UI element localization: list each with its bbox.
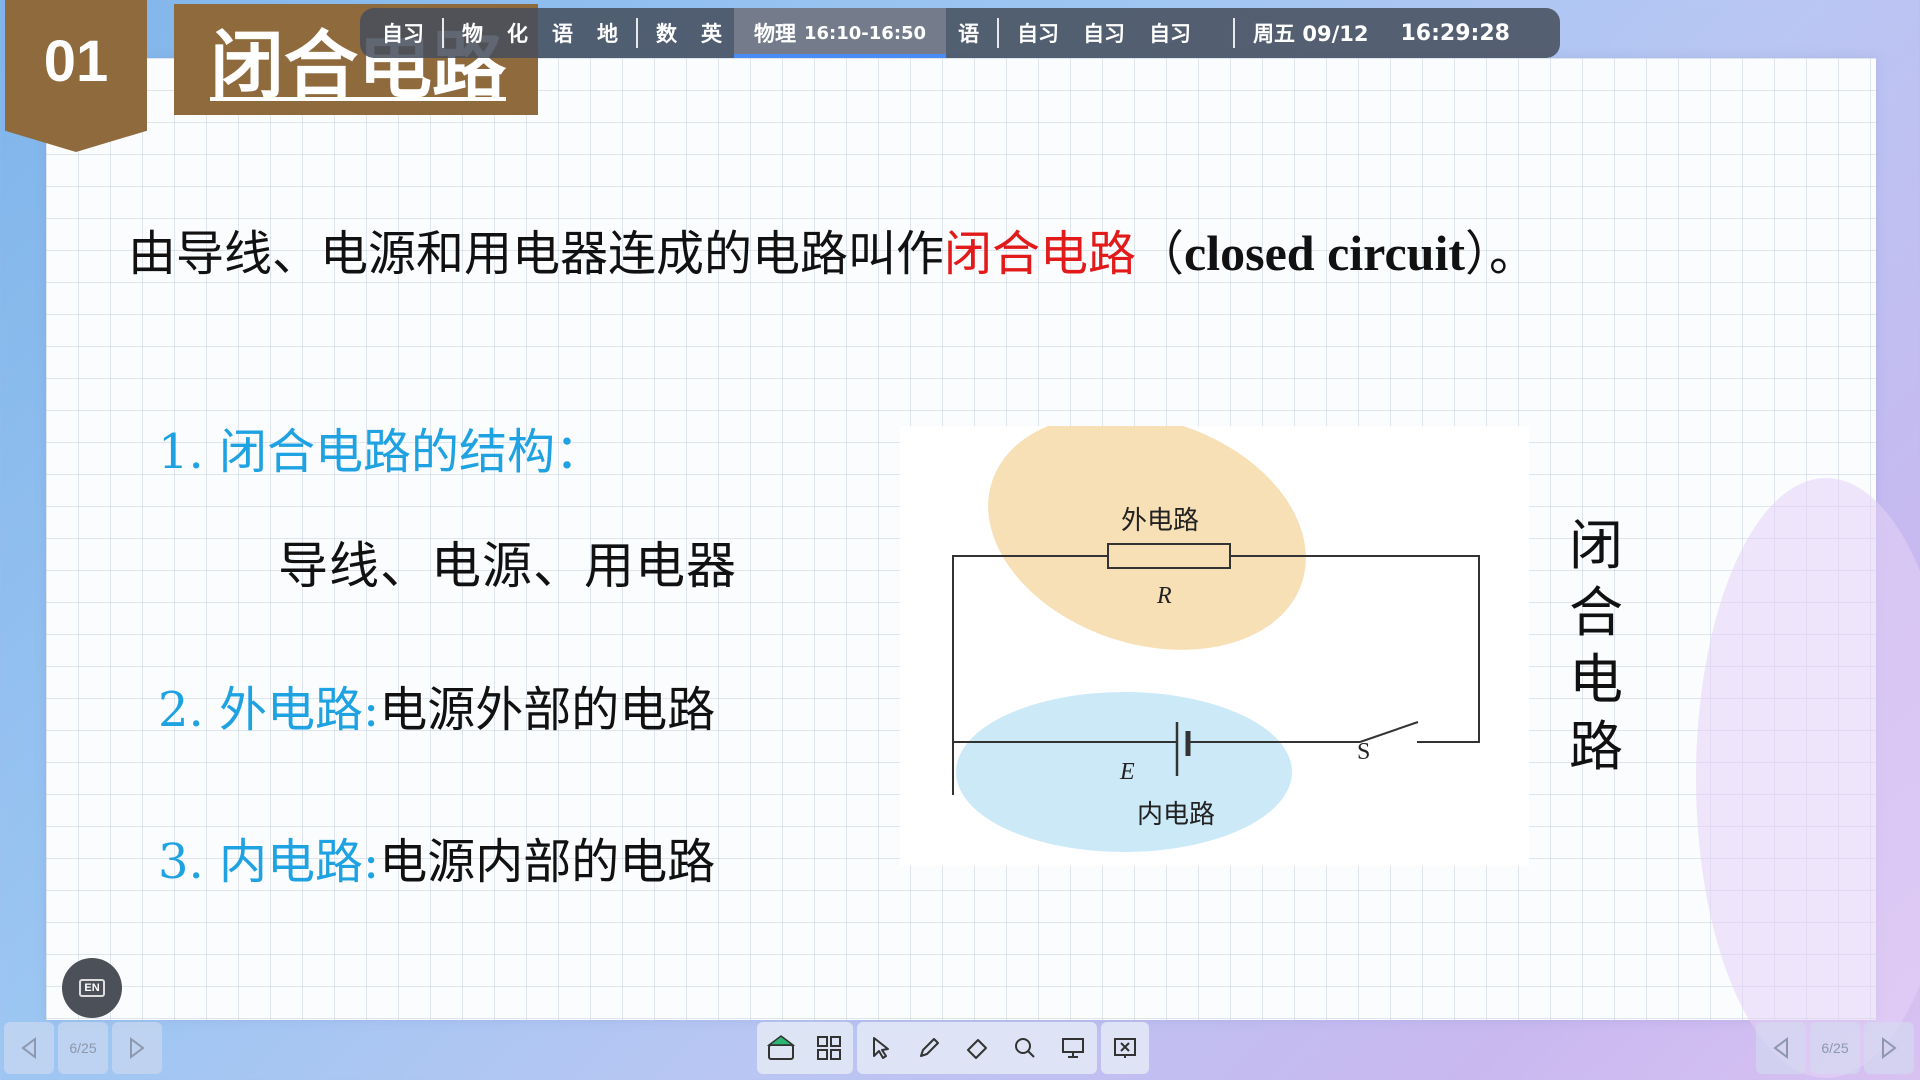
point-2-body: 电源外部的电路 [379,682,716,738]
screen-display-button[interactable] [1049,1022,1097,1074]
date-display: 周五 09/12 [1253,22,1369,46]
page-indicator[interactable]: 6/25 [58,1022,108,1074]
pen-button[interactable] [905,1022,953,1074]
point-2: 2. 外电路:电源外部的电路 [158,670,715,740]
decor-blob [1696,478,1920,1078]
schedule-item[interactable]: 语 [552,22,573,46]
clock-display: 16:29:28 [1400,20,1510,46]
schedule-item[interactable]: 英 [701,22,722,46]
prev-page-button[interactable] [4,1022,54,1074]
schedule-divider [442,18,444,48]
schedule-item[interactable]: 自习 [382,22,424,46]
apps-grid-button[interactable] [805,1022,853,1074]
pointer-icon [873,1037,889,1059]
toolbar-group [757,1022,853,1074]
language-label: EN [79,979,105,997]
pointer-button[interactable] [857,1022,905,1074]
inner-circuit-label: 内电路 [1137,800,1215,830]
point-3-body: 电源内部的电路 [379,834,716,890]
point-1-body: 导线、电源、用电器 [278,537,737,595]
outer-circuit-label: 外电路 [1121,506,1199,536]
definition-sentence: 由导线、电源和用电器连成的电路叫作闭合电路（closed circuit）。 [128,214,1537,284]
chevron-right-icon [130,1037,145,1059]
resistor-symbol [1107,543,1231,569]
schedule-divider [1233,18,1236,48]
apps-grid-icon [817,1036,841,1060]
chevron-right-icon [1882,1037,1897,1059]
resistor-label: R [1156,583,1172,609]
schedule-item[interactable]: 自习 [1017,22,1060,46]
circuit-diagram-svg: 外电路 R E S 内电路 [952,414,1480,852]
section-number-badge: 01 [5,0,147,152]
whiteboard-icon [766,1035,796,1060]
right-pager: 6/25 [1756,1022,1914,1074]
definition-english-term: closed circuit [1184,225,1466,281]
point-1-heading: 1. 闭合电路的结构： [158,424,604,480]
current-class-time: 16:10-16:50 [804,22,927,44]
vertical-char: 闭 [1569,514,1623,577]
definition-end: ）。 [1465,226,1538,282]
schedule-item[interactable]: 化 [507,22,528,46]
schedule-item[interactable]: 自习 [1149,22,1192,46]
search-icon [1015,1038,1035,1058]
switch-label: S [1357,739,1370,765]
exit-presentation-button[interactable] [1101,1022,1149,1074]
schedule-item[interactable]: 自习 [1083,22,1126,46]
whiteboard-button[interactable] [757,1022,805,1074]
schedule-divider [997,18,1000,48]
outer-circuit-region [988,414,1306,650]
vertical-title: 闭 合 电 路 [1568,512,1624,780]
schedule-item[interactable]: 语 [958,22,980,46]
page-indicator[interactable]: 6/25 [1810,1022,1860,1074]
vertical-char: 电 [1569,648,1623,711]
vertical-char: 路 [1569,715,1623,778]
schedule-item[interactable]: 物 [462,22,483,46]
definition-text: 由导线、电源和用电器连成的电路叫作 [128,226,945,282]
schedule-item[interactable]: 数 [656,22,677,46]
section-number: 01 [43,29,109,94]
next-page-button[interactable] [1864,1022,1914,1074]
point-3-heading: 3. 内电路: [158,834,380,890]
pen-icon [920,1038,939,1057]
point-2-heading: 2. 外电路: [158,682,380,738]
schedule-divider [636,18,638,48]
vertical-char: 合 [1569,581,1623,644]
switch-symbol [1359,721,1419,743]
toolbar-group [857,1022,1097,1074]
eraser-icon [967,1039,987,1059]
chevron-left-icon [21,1037,36,1059]
exit-icon [1114,1038,1136,1058]
source-label: E [1119,759,1135,785]
prev-page-button[interactable] [1756,1022,1806,1074]
schedule-item-current[interactable]: 物理 16:10-16:50 [734,8,947,58]
language-toggle-button[interactable]: EN [62,958,122,1018]
left-pager: 6/25 [4,1022,162,1074]
search-button[interactable] [1001,1022,1049,1074]
schedule-item[interactable]: 地 [597,22,618,46]
left-wire [952,555,1108,795]
paren-open: （ [1136,226,1185,282]
circuit-diagram: 外电路 R E S 内电路 [900,414,1529,866]
right-wire [1230,555,1480,743]
chevron-left-icon [1773,1037,1788,1059]
inner-circuit-region [956,692,1292,852]
eraser-button[interactable] [953,1022,1001,1074]
class-schedule-bar: 自习 物 化 语 地 数 英 物理 16:10-16:50 语 自习 自习 自习… [360,8,1560,58]
definition-term: 闭合电路 [944,226,1137,282]
next-page-button[interactable] [112,1022,162,1074]
annotation-toolbar [757,1022,1149,1074]
point-3: 3. 内电路:电源内部的电路 [158,822,715,892]
screen-display-icon [1062,1038,1084,1058]
